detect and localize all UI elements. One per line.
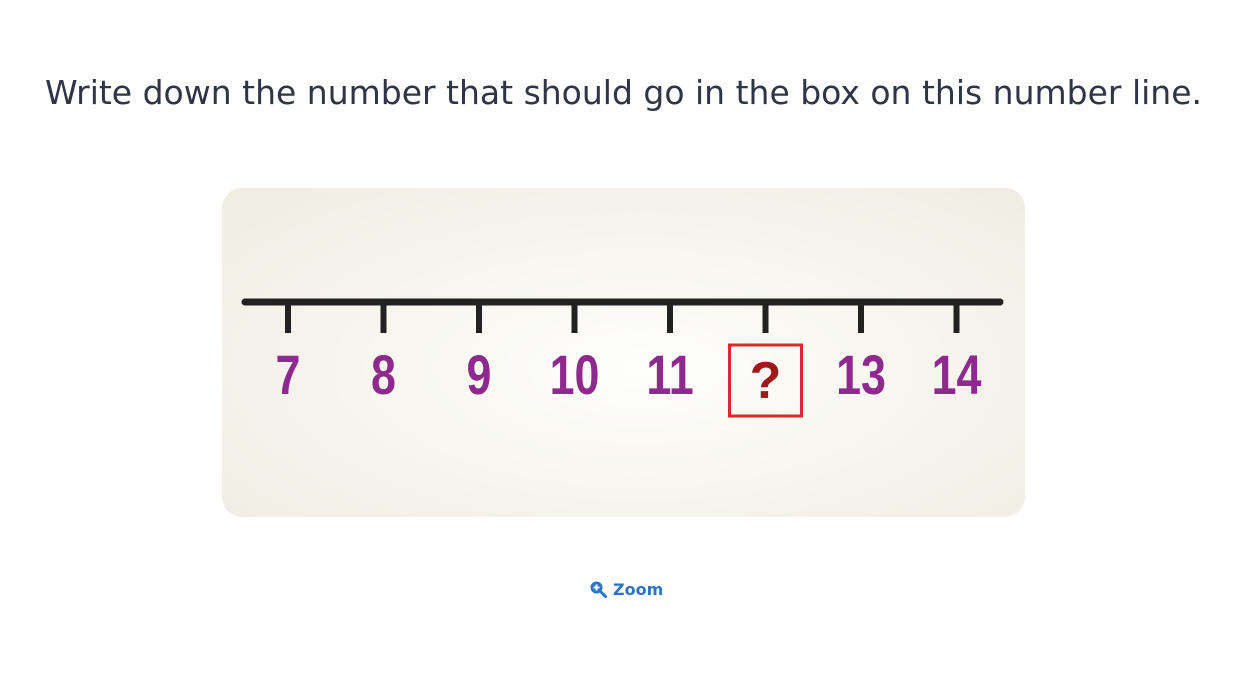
number-line-label: 11 (646, 343, 693, 406)
zoom-label: Zoom (613, 579, 664, 599)
number-line-label: 9 (467, 343, 492, 406)
number-line-label: 7 (276, 343, 301, 406)
number-line-svg: 7 8 9 10 11? 13 14 (241, 298, 1004, 418)
number-line-label: 8 (371, 343, 396, 406)
number-line-label: 10 (550, 343, 600, 406)
missing-number-box (728, 343, 803, 418)
zoom-button[interactable]: Zoom (589, 578, 663, 600)
number-line-label: 13 (836, 343, 886, 406)
question-text: Write down the number that should go in … (44, 73, 1202, 112)
number-line-figure: 7 8 9 10 11? 13 14 (222, 188, 1025, 517)
missing-number-symbol: ? (750, 352, 782, 410)
zoom-in-icon (590, 581, 607, 598)
number-line-label: 14 (932, 343, 982, 406)
